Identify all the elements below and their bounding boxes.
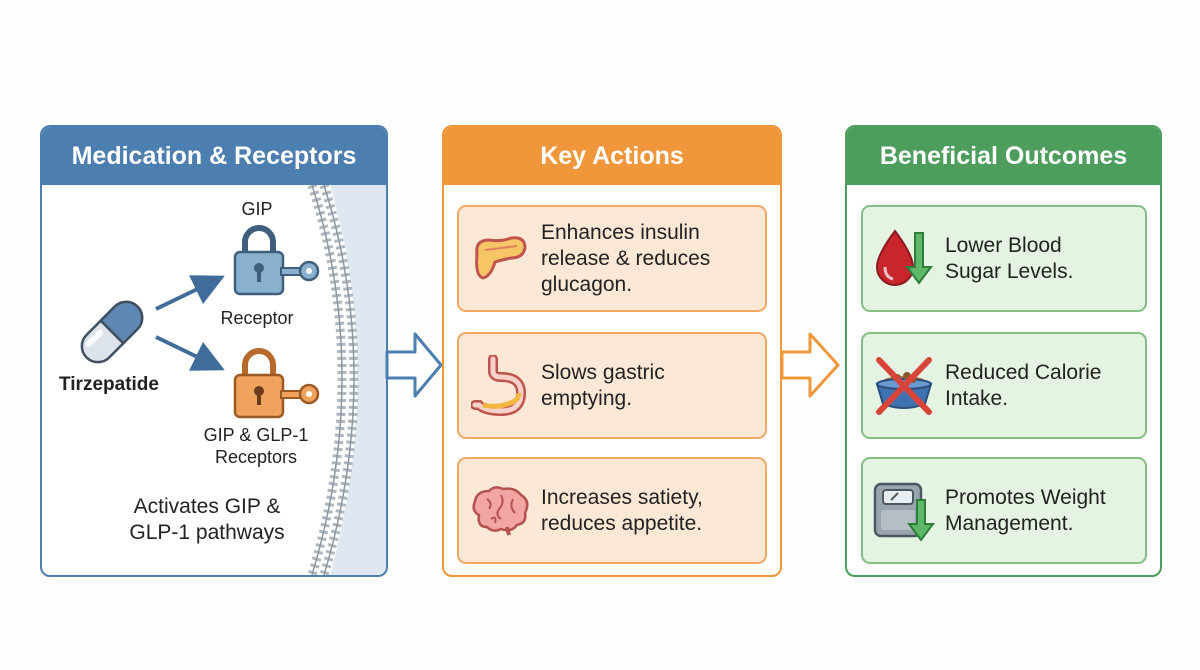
stomach-icon xyxy=(459,334,541,437)
receptor-label: Receptor xyxy=(220,308,294,328)
capsule-icon xyxy=(80,300,144,364)
blood-drop-down-arrow-icon xyxy=(863,207,945,310)
key-actions-panel: Key Actions Enhances insulin release & r… xyxy=(442,125,782,577)
outcome-text-weight: Promotes Weight Management. xyxy=(945,485,1106,535)
actions-panel-title: Key Actions xyxy=(444,127,780,185)
flow-arrow-1 xyxy=(385,332,443,398)
pancreas-icon xyxy=(459,207,541,310)
drug-label: Tirzepatide xyxy=(59,374,159,395)
outcome-text-calorie: Reduced Calorie Intake. xyxy=(945,360,1102,410)
dual-receptor-lock-icon xyxy=(233,348,320,419)
pathway-arrows xyxy=(155,275,225,371)
outcome-card-calorie: Reduced Calorie Intake. xyxy=(861,332,1147,439)
outcome-card-weight: Promotes Weight Management. xyxy=(861,457,1147,564)
action-card-satiety: Increases satiety, reduces appetite. xyxy=(457,457,767,564)
action-card-gastric: Slows gastric emptying. xyxy=(457,332,767,439)
outcome-text-blood-sugar: Lower Blood Sugar Levels. xyxy=(945,233,1074,283)
gip-label: GIP xyxy=(241,199,273,219)
dual-receptor-label: GIP & GLP-1 Receptors xyxy=(203,425,309,467)
crossed-food-bowl-icon xyxy=(863,334,945,437)
outcome-card-blood-sugar: Lower Blood Sugar Levels. xyxy=(861,205,1147,312)
action-text-gastric: Slows gastric emptying. xyxy=(541,360,665,410)
medication-panel-title: Medication & Receptors xyxy=(42,127,386,185)
beneficial-outcomes-panel: Beneficial Outcomes Lower Blood Sugar Le… xyxy=(845,125,1162,577)
action-text-satiety: Increases satiety, reduces appetite. xyxy=(541,485,703,535)
flow-arrow-2 xyxy=(780,332,840,398)
gip-receptor-lock-icon xyxy=(233,225,320,296)
action-text-insulin: Enhances insulin release & reduces gluca… xyxy=(541,220,711,296)
cell-membrane-illustration xyxy=(307,185,386,575)
action-card-insulin: Enhances insulin release & reduces gluca… xyxy=(457,205,767,312)
medication-receptors-panel: Medication & Receptors Tirzepatide GIP R… xyxy=(40,125,388,577)
brain-icon xyxy=(459,459,541,562)
panel-caption: Activates GIP & GLP-1 pathways xyxy=(129,495,285,544)
outcomes-panel-title: Beneficial Outcomes xyxy=(847,127,1160,185)
scale-down-arrow-icon xyxy=(863,459,945,562)
